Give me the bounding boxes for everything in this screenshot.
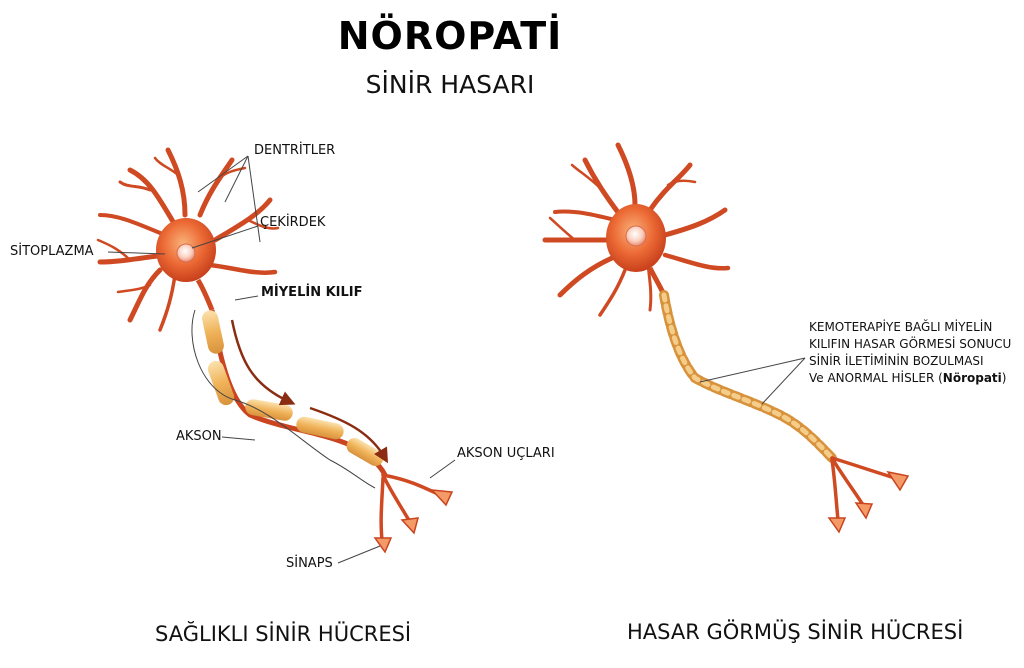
page-title: NÖROPATİ (337, 14, 563, 58)
label-axon: AKSON (176, 429, 222, 444)
signal-arrow-1 (230, 319, 296, 406)
damage-note-line-2: KILIFIN HASAR GÖRMESİ SONUCU (809, 337, 1012, 351)
healthy-dendrites (96, 147, 280, 332)
damage-note-line-3: SİNİR İLETİMİNİN BOZULMASI (809, 354, 984, 368)
label-dendrites: DENTRİTLER (254, 143, 336, 158)
caption-healthy-cell: SAĞLIKLI SİNİR HÜCRESİ (155, 622, 412, 646)
label-nucleus: ÇEKİRDEK (260, 215, 326, 230)
damage-note-neuropathy: Nöropati (942, 371, 1002, 385)
synapse-terminals (373, 489, 454, 554)
damaged-dendrites (542, 142, 731, 317)
label-axon-terminals: AKSON UÇLARI (457, 446, 555, 461)
damaged-leader-lines (699, 357, 806, 405)
damage-note-line-4: Ve ANORMAL HİSLER (Nöropati) (809, 370, 1011, 387)
damage-note: KEMOTERAPİYE BAĞLI MİYELİN KILIFIN HASAR… (809, 319, 1011, 387)
damage-note-line-1: KEMOTERAPİYE BAĞLI MİYELİN (809, 320, 993, 334)
damage-note-line-4-prefix: Ve ANORMAL HİSLER ( (809, 371, 943, 385)
healthy-neuron (96, 147, 454, 554)
healthy-axon-hillock (195, 278, 215, 311)
damaged-neuron (542, 142, 910, 534)
caption-damaged-cell: HASAR GÖRMÜŞ SİNİR HÜCRESİ (627, 620, 964, 644)
page-subtitle: SİNİR HASARI (365, 70, 535, 99)
healthy-nucleus (176, 243, 196, 263)
signal-arrow-2 (309, 406, 389, 464)
damage-note-line-4-suffix: ) (1001, 371, 1007, 385)
label-cytoplasm: SİTOPLAZMA (10, 244, 94, 259)
damaged-synapse-terminals (827, 470, 910, 534)
damaged-myelin-sheath (659, 290, 837, 463)
damaged-nucleus (625, 225, 647, 247)
label-myelin-sheath: MİYELİN KILIF (261, 285, 363, 300)
healthy-leader-lines (107, 155, 456, 564)
label-synapse: SİNAPS (286, 556, 333, 571)
healthy-myelin-sheath (202, 309, 388, 477)
